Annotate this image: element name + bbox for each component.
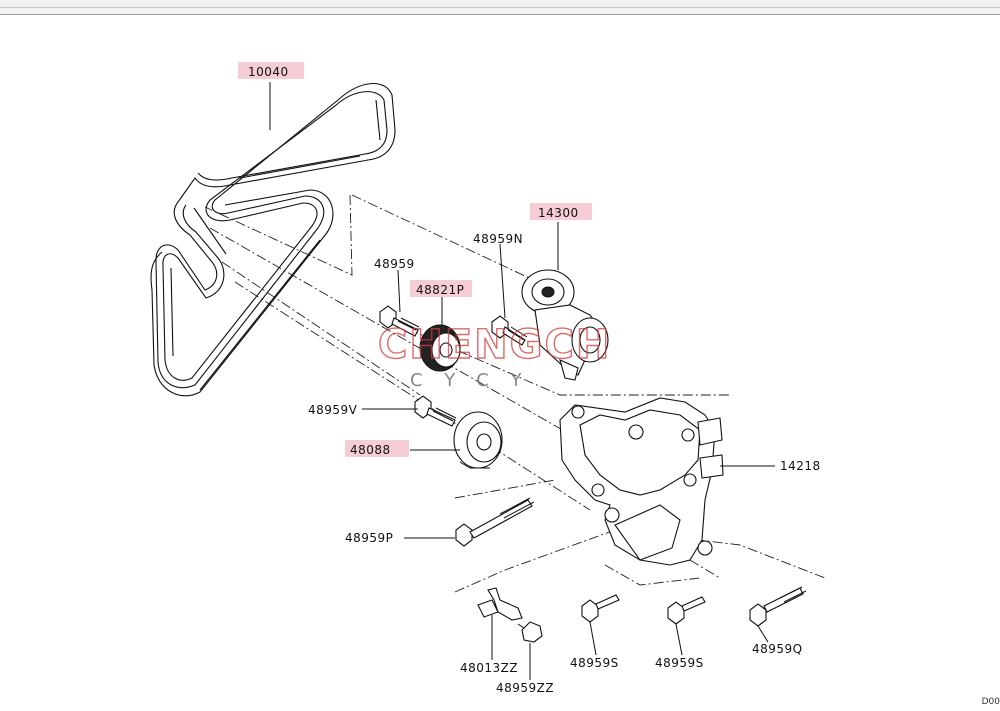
highlight-14300 — [530, 203, 592, 220]
bolt-48959s-a[interactable] — [581, 594, 620, 623]
clip-48013zz[interactable] — [477, 587, 523, 621]
top-bar — [0, 0, 1000, 15]
watermark-main: CHENGCH — [378, 322, 611, 368]
bolt-48959zz[interactable] — [517, 621, 543, 643]
idler-pulley-48088[interactable] — [453, 411, 503, 469]
label-48959n[interactable]: 48959N — [473, 232, 523, 246]
label-48959s-a[interactable]: 48959S — [570, 656, 619, 670]
watermark-sub: CYCY — [410, 370, 544, 391]
highlight-48821p — [410, 280, 472, 297]
label-48959[interactable]: 48959 — [374, 257, 415, 271]
label-48013zz[interactable]: 48013ZZ — [460, 661, 518, 675]
label-48959zz[interactable]: 48959ZZ — [496, 681, 554, 695]
bolt-48959n[interactable] — [491, 315, 528, 346]
belt-tensioner[interactable] — [521, 269, 609, 381]
highlight-48088 — [345, 440, 409, 457]
corner-code: D00 — [981, 697, 1000, 707]
top-bar-line — [0, 7, 1000, 8]
leader-lines — [269, 82, 775, 680]
bolt-48959p[interactable] — [455, 497, 535, 547]
label-48959s-b[interactable]: 48959S — [655, 656, 704, 670]
label-48821p[interactable]: 48821P — [416, 283, 464, 297]
bolt-48959s-b[interactable] — [667, 596, 706, 625]
idler-pulley-48821p[interactable] — [419, 324, 461, 372]
mounting-bracket-14218[interactable] — [559, 397, 724, 566]
drive-belt[interactable] — [150, 82, 396, 397]
label-48088[interactable]: 48088 — [350, 443, 391, 457]
label-48959v[interactable]: 48959V — [308, 403, 358, 417]
label-48959q[interactable]: 48959Q — [752, 642, 803, 656]
label-48959p[interactable]: 48959P — [345, 531, 393, 545]
label-14218[interactable]: 14218 — [780, 459, 821, 473]
assembly-center-lines — [204, 194, 826, 593]
bolt-48959[interactable] — [379, 305, 420, 337]
label-14300[interactable]: 14300 — [538, 206, 579, 220]
bolt-48959v[interactable] — [414, 395, 457, 427]
bolt-48959q[interactable] — [749, 586, 807, 627]
highlight-10040 — [238, 62, 304, 79]
label-10040[interactable]: 10040 — [248, 65, 289, 79]
